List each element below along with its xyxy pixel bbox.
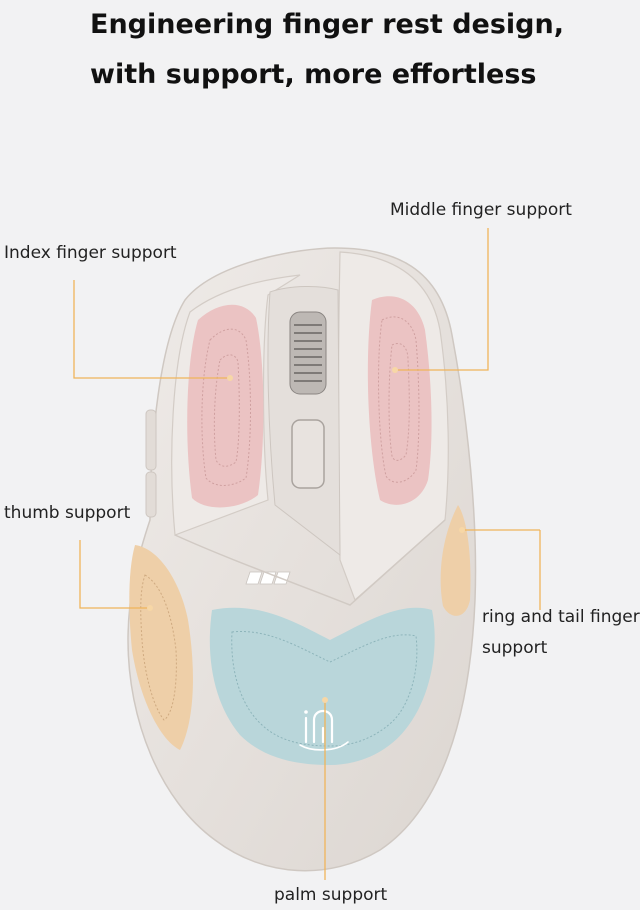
middle-finger-pad: [367, 296, 432, 505]
palm-label: palm support: [274, 885, 388, 905]
leader-lines: [73, 228, 541, 880]
thumb-label: thumb support: [4, 503, 131, 523]
index-finger-pad: [187, 304, 264, 508]
scroll-wheel-ridges: [294, 324, 322, 382]
middle-finger-label: Middle finger support: [390, 200, 572, 220]
page-title: Engineering finger rest design, with sup…: [90, 0, 564, 100]
title-line-2: with support, more effortless: [90, 59, 537, 90]
index-finger-label: Index finger support: [4, 243, 177, 263]
title-line-1: Engineering finger rest design,: [90, 9, 564, 40]
dpi-button: [291, 419, 325, 489]
thumb-pad: [129, 545, 193, 750]
side-button-back: [145, 471, 157, 518]
leader-endpoints: [147, 367, 465, 703]
ring-tail-label-line1: ring and tail finger: [482, 607, 640, 627]
side-button-front: [145, 409, 157, 471]
palm-pad: [209, 607, 435, 765]
brand-logo: [299, 709, 349, 751]
ring-tail-label-line2: support: [482, 638, 548, 658]
